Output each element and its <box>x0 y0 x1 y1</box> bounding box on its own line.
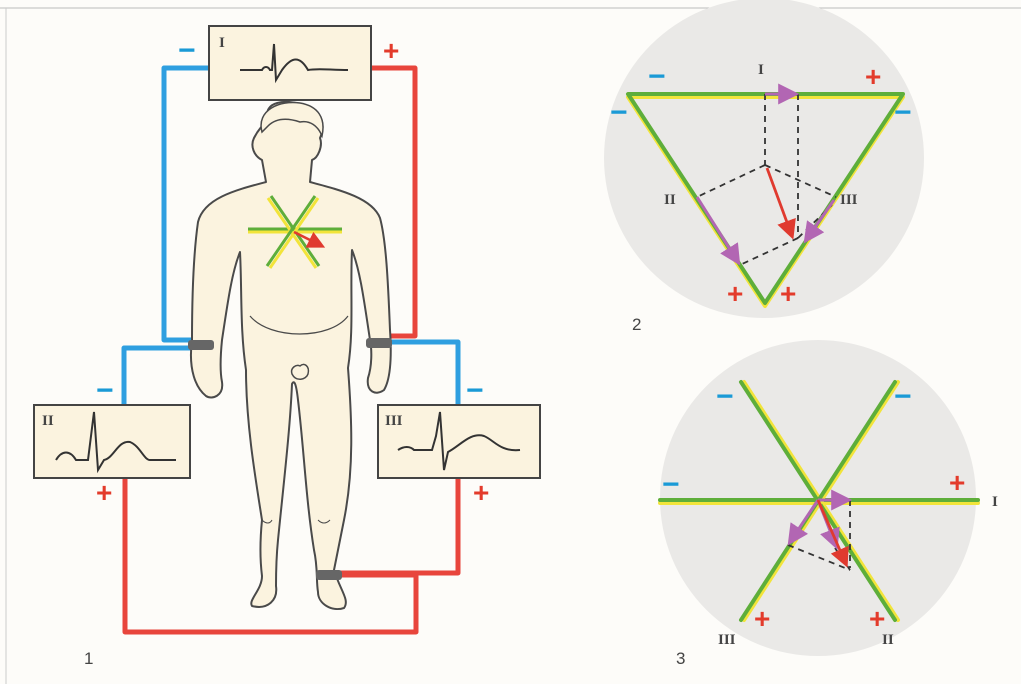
fig3-lead-III-label: III <box>718 632 736 648</box>
figure-2-disc <box>604 0 924 318</box>
ecg-box-lead-I <box>208 25 372 101</box>
lead-II-minus-sign: − <box>96 374 114 407</box>
fig2-I-minus: − <box>648 60 666 93</box>
fig2-lead-II-label: II <box>664 192 676 208</box>
positive-wires <box>122 65 461 635</box>
lead-I-minus-sign: − <box>178 34 196 67</box>
fig2-II-minus: − <box>610 96 628 129</box>
fig2-lead-III-label: III <box>840 192 858 208</box>
fig3-III-minus: − <box>894 380 912 413</box>
lead-II-plus-sign: + <box>96 477 112 508</box>
figure-2-heart-vector <box>765 167 796 240</box>
lead-I-plus-sign: + <box>383 35 399 66</box>
left-ankle-cuff <box>316 570 342 580</box>
fig2-II-plus: + <box>727 278 743 309</box>
figure-3-triaxial-system: I II III − − − + + + 3 <box>658 340 998 668</box>
ecg-box-lead-III <box>377 404 541 479</box>
figure-3-heart-vector <box>816 499 849 568</box>
fig3-I-minus: − <box>662 468 680 501</box>
fig3-I-plus: + <box>949 467 965 498</box>
left-wrist-cuff <box>366 338 392 348</box>
fig3-II-plus: + <box>869 603 885 634</box>
fig3-lead-II-label: II <box>882 632 894 648</box>
fig3-II-minus: − <box>716 380 734 413</box>
lead-III-box-label: III <box>385 413 403 429</box>
lead-II-box-label: II <box>42 413 54 429</box>
figure-2-number: 2 <box>632 315 641 334</box>
ecg-box-lead-II <box>33 404 191 479</box>
lead-III-minus-sign: − <box>466 374 484 407</box>
fig2-III-minus: − <box>894 96 912 129</box>
fig2-lead-I-label: I <box>758 62 764 78</box>
fig3-lead-I-label: I <box>992 494 998 510</box>
lead-I-box-label: I <box>219 35 225 51</box>
fig3-III-plus: + <box>754 603 770 634</box>
lead-III-plus-sign: + <box>473 477 489 508</box>
right-wrist-cuff <box>188 340 214 350</box>
chest-lead-star <box>248 195 342 269</box>
fig2-III-plus: + <box>780 278 796 309</box>
negative-wires <box>121 65 461 405</box>
figure-1-number: 1 <box>84 649 93 668</box>
human-body <box>188 101 392 610</box>
fig2-I-plus: + <box>865 61 881 92</box>
figure-3-number: 3 <box>676 649 685 668</box>
figure-1-body-leads: I II III − + − + − + 1 <box>33 25 541 668</box>
figure-2-einthoven-triangle: I II III − + − − + + 2 <box>604 0 924 334</box>
